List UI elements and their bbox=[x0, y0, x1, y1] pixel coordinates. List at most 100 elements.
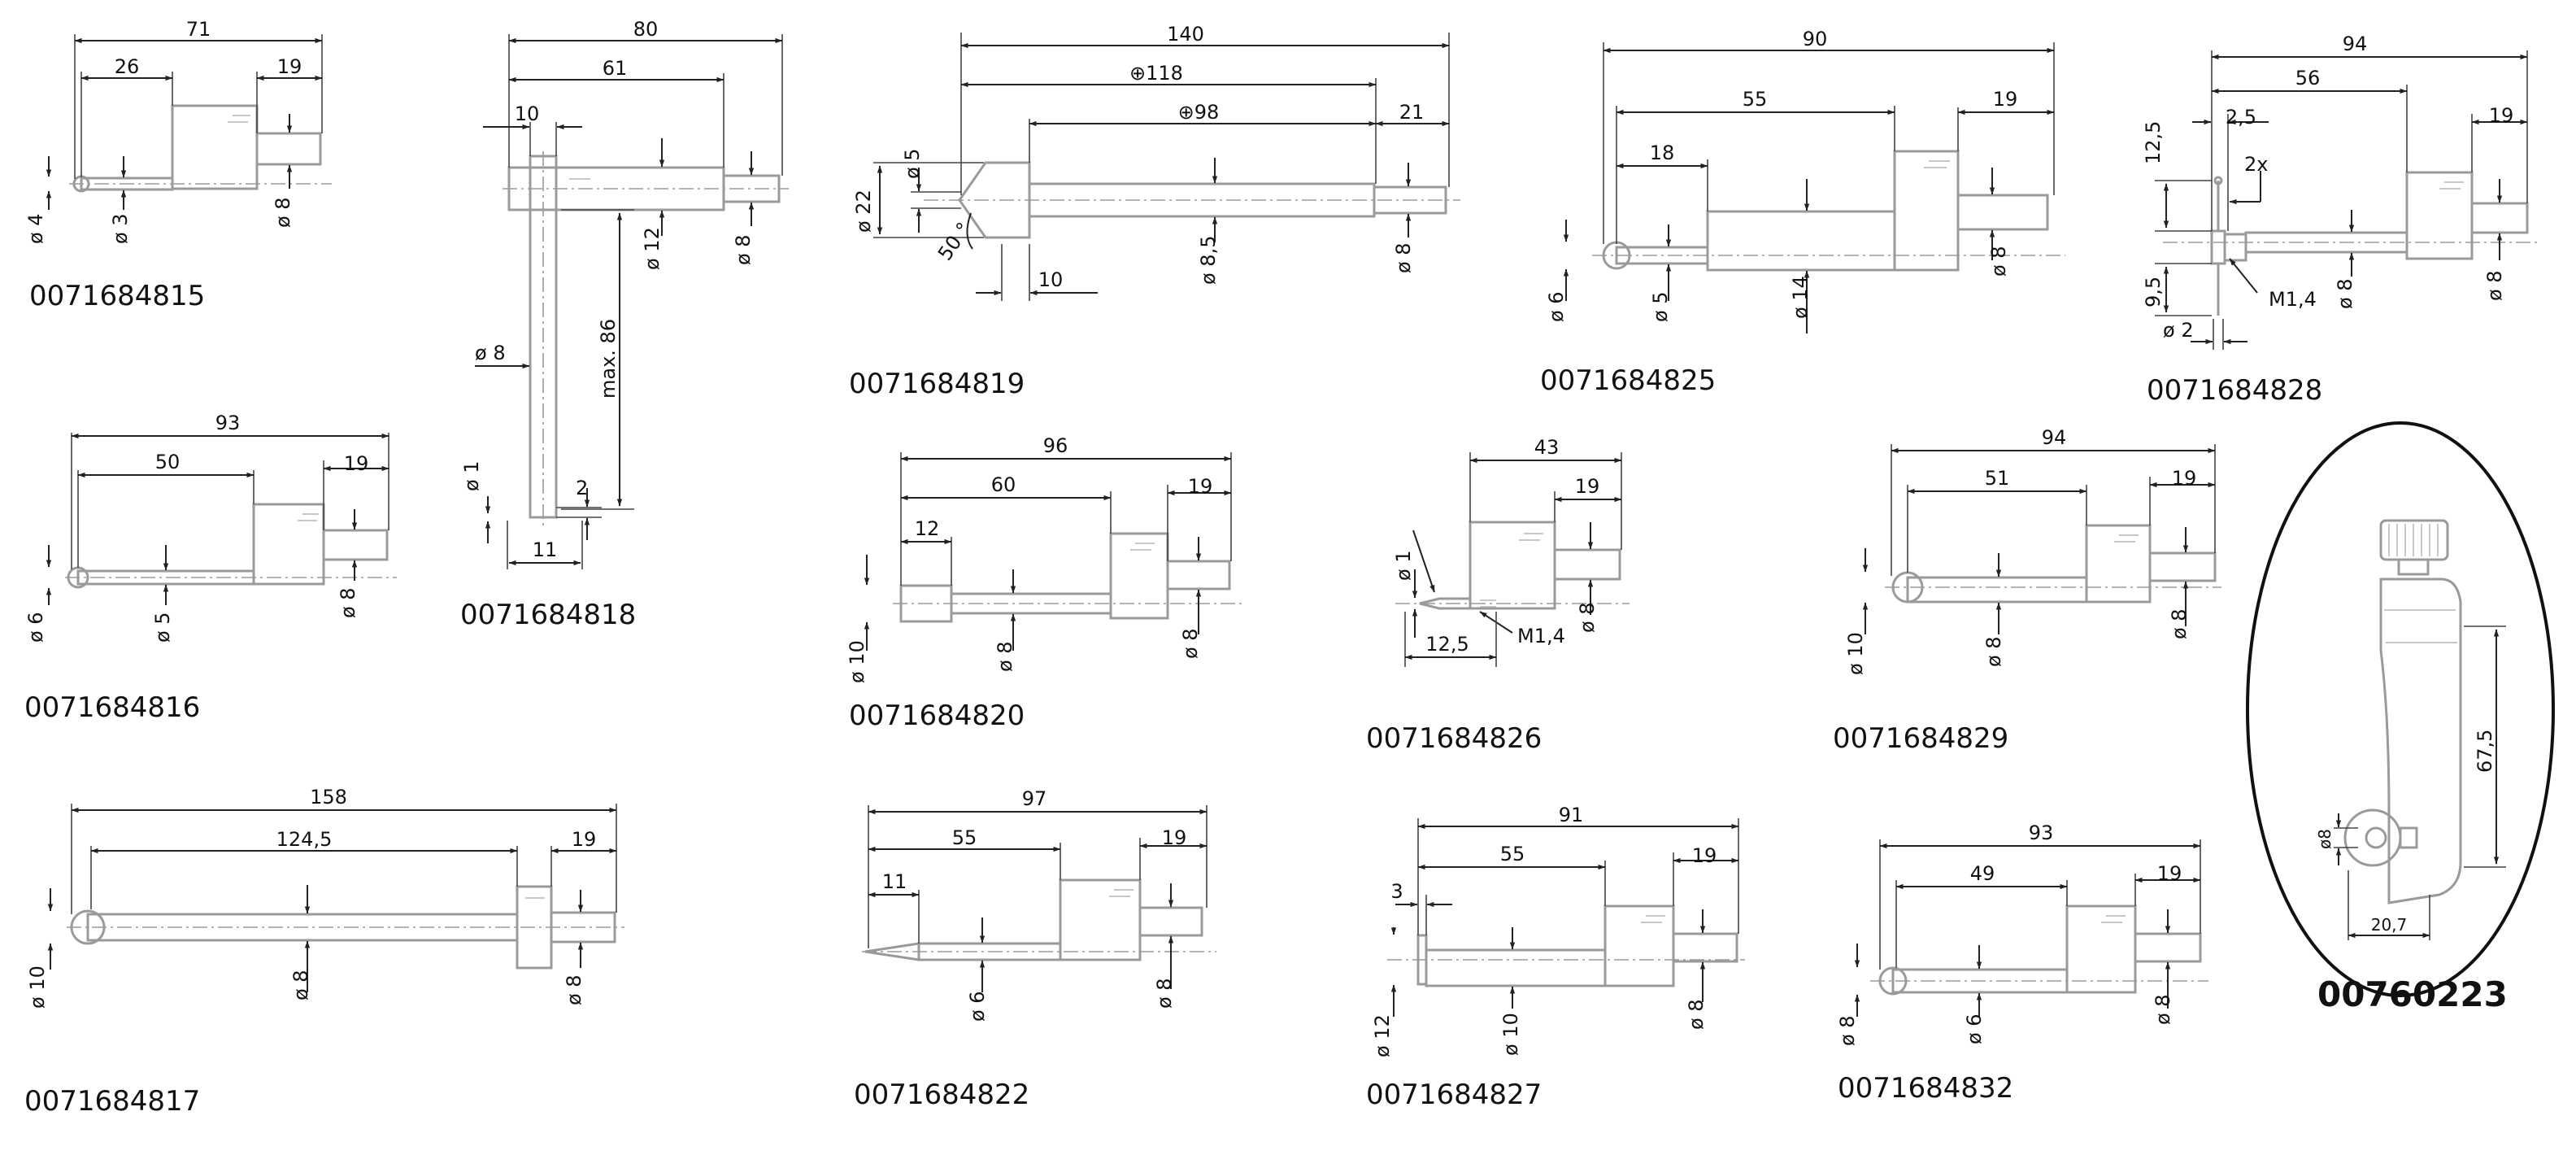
dim-length: 91 bbox=[1559, 804, 1584, 826]
dim-diameter: ø 1 bbox=[460, 460, 483, 491]
dim-length: 43 bbox=[1534, 436, 1560, 459]
dim-diameter: ø 8 bbox=[994, 641, 1016, 672]
part-0071684819: 140 ⊕118 ⊕98 21 ø 5 ø 22 50 ° 10 ø 8,5 ø… bbox=[852, 23, 1460, 301]
dim-length: 67,5 bbox=[2474, 730, 2496, 773]
dim-length: 19 bbox=[1188, 475, 1213, 498]
dim-length: 56 bbox=[2295, 67, 2321, 89]
dim-length: 9,5 bbox=[2142, 277, 2165, 307]
dim-diameter: ø 8 bbox=[2152, 994, 2174, 1025]
dim-diameter: ø 6 bbox=[1545, 291, 1568, 322]
dim-diameter: ø 8 bbox=[1685, 999, 1708, 1030]
dim-diameter: ø 8 bbox=[289, 970, 312, 1000]
dim-length: max. 86 bbox=[597, 319, 620, 399]
part-0071684822: 97 55 19 11 ø 6 ø 8 bbox=[862, 787, 1216, 1022]
part-0071684815: 71 26 19 ø 4 ø 3 ø 8 bbox=[24, 18, 332, 244]
dim-length: 158 bbox=[310, 786, 347, 808]
part-0071684825: 90 55 19 18 ø 6 ø 5 ø 14 ø 8 bbox=[1545, 28, 2065, 333]
dim-length: 80 bbox=[633, 18, 659, 41]
dim-diameter: ø 4 bbox=[24, 213, 47, 244]
dim-length: ⊕98 bbox=[1178, 101, 1220, 124]
dim-length: 21 bbox=[1399, 101, 1425, 124]
dim-length: 26 bbox=[115, 55, 140, 78]
dim-diameter: ø 5 bbox=[151, 612, 174, 643]
dim-length: 60 bbox=[991, 473, 1016, 496]
part-number-label: 0071684815 bbox=[29, 280, 206, 312]
part-0071684826: 43 19 ø 1 M1,4 12,5 ø 8 bbox=[1392, 436, 1630, 667]
dim-length: 55 bbox=[952, 826, 977, 849]
dim-length: 90 bbox=[1803, 28, 1828, 50]
dim-diameter: ø 12 bbox=[641, 227, 664, 270]
dim-diameter: ø 10 bbox=[1844, 632, 1867, 675]
dim-length: ⊕118 bbox=[1129, 62, 1183, 85]
part-number-label: 0071684829 bbox=[1833, 722, 2009, 755]
dim-length: 97 bbox=[1022, 787, 1047, 810]
dim-length: 19 bbox=[572, 828, 597, 851]
dim-length: 61 bbox=[603, 57, 628, 80]
part-number-label: 0071684817 bbox=[24, 1085, 201, 1118]
dim-diameter: ø 8,5 bbox=[1197, 236, 1220, 285]
dim-length: 10 bbox=[515, 102, 540, 125]
dim-length: 3 bbox=[1390, 880, 1403, 903]
dim-diameter: ø 8 bbox=[272, 197, 294, 228]
dim-diameter: ø 2 bbox=[2163, 319, 2194, 342]
part-number-label-highlighted: 00760223 bbox=[2317, 974, 2508, 1014]
dim-diameter: ø 8 bbox=[563, 974, 585, 1005]
dim-diameter: ø 10 bbox=[26, 965, 49, 1009]
dim-length: 20,7 bbox=[2371, 915, 2408, 935]
dim-diameter: ø 12 bbox=[1371, 1014, 1394, 1057]
dim-diameter: ø 10 bbox=[1499, 1013, 1522, 1056]
dim-length: 19 bbox=[2157, 862, 2182, 885]
dim-thread: M1,4 bbox=[2269, 288, 2317, 311]
dim-diameter: ø 6 bbox=[24, 612, 47, 643]
dim-length: 140 bbox=[1167, 23, 1204, 46]
dim-length: 55 bbox=[1500, 843, 1525, 865]
dim-diameter: ø8 bbox=[2315, 829, 2334, 849]
dim-count: 2x bbox=[2244, 153, 2268, 176]
highlight-ellipse bbox=[2246, 421, 2555, 997]
dim-length: 19 bbox=[344, 452, 369, 475]
dim-length: 19 bbox=[1692, 844, 1717, 867]
dim-diameter: ø 14 bbox=[1789, 276, 1812, 319]
dim-length: 71 bbox=[186, 18, 211, 41]
dim-diameter: ø 6 bbox=[1963, 1013, 1986, 1044]
dim-length: 11 bbox=[882, 870, 907, 893]
part-number-label: 0071684822 bbox=[854, 1079, 1030, 1111]
dim-diameter: ø 1 bbox=[1392, 550, 1415, 581]
dim-length: 2,5 bbox=[2226, 106, 2256, 129]
dim-diameter: ø 5 bbox=[901, 148, 924, 179]
dim-length: 93 bbox=[2029, 822, 2054, 844]
dim-diameter: ø 8 bbox=[732, 234, 755, 265]
part-number-label: 0071684832 bbox=[1838, 1072, 2014, 1105]
dim-length: 93 bbox=[215, 412, 241, 434]
dim-length: 19 bbox=[277, 55, 302, 78]
dim-length: 55 bbox=[1743, 88, 1768, 111]
dim-length: 96 bbox=[1043, 434, 1068, 457]
dim-diameter: ø 6 bbox=[966, 991, 989, 1022]
part-0071684832: 93 49 19 ø 8 ø 6 ø 8 bbox=[1836, 822, 2208, 1046]
part-0071684828: 94 56 19 2,5 12,5 2x 9,5 M1,4 ø 2 ø 8 ø … bbox=[2142, 33, 2537, 350]
dim-diameter: ø 10 bbox=[846, 640, 868, 683]
dim-length: 2 bbox=[576, 477, 588, 499]
part-number-label: 0071684820 bbox=[849, 700, 1025, 732]
dim-length: 12,5 bbox=[1425, 633, 1469, 656]
part-0071684818: 80 61 10 ø 12 ø 8 max. 86 ø 8 ø 1 2 11 bbox=[460, 18, 789, 569]
dim-diameter: ø 5 bbox=[1649, 291, 1672, 322]
dim-length: 94 bbox=[2343, 33, 2368, 55]
part-number-label: 0071684826 bbox=[1366, 722, 1543, 755]
part-number-label: 0071684828 bbox=[2147, 374, 2323, 407]
dim-length: 49 bbox=[1970, 862, 1995, 885]
part-0071684816: 93 50 19 ø 6 ø 5 ø 8 bbox=[24, 412, 397, 643]
part-number-label: 0071684819 bbox=[849, 368, 1025, 400]
part-0071684817: 158 124,5 19 ø 10 ø 8 ø 8 bbox=[26, 786, 624, 1009]
dim-length: 51 bbox=[1985, 467, 2010, 490]
part-0071684820: 96 60 19 12 ø 10 ø 8 ø 8 bbox=[846, 434, 1244, 683]
part-0071684829: 94 51 19 ø 10 ø 8 ø 8 bbox=[1844, 426, 2221, 675]
dim-diameter: ø 22 bbox=[852, 190, 875, 233]
dim-length: 19 bbox=[1162, 826, 1187, 849]
dim-diameter: ø 8 bbox=[1153, 978, 1176, 1009]
dim-length: 19 bbox=[2172, 467, 2197, 490]
dim-diameter: ø 8 bbox=[1392, 242, 1415, 273]
dim-thread: M1,4 bbox=[1517, 625, 1565, 647]
dim-length: 19 bbox=[1575, 475, 1600, 498]
